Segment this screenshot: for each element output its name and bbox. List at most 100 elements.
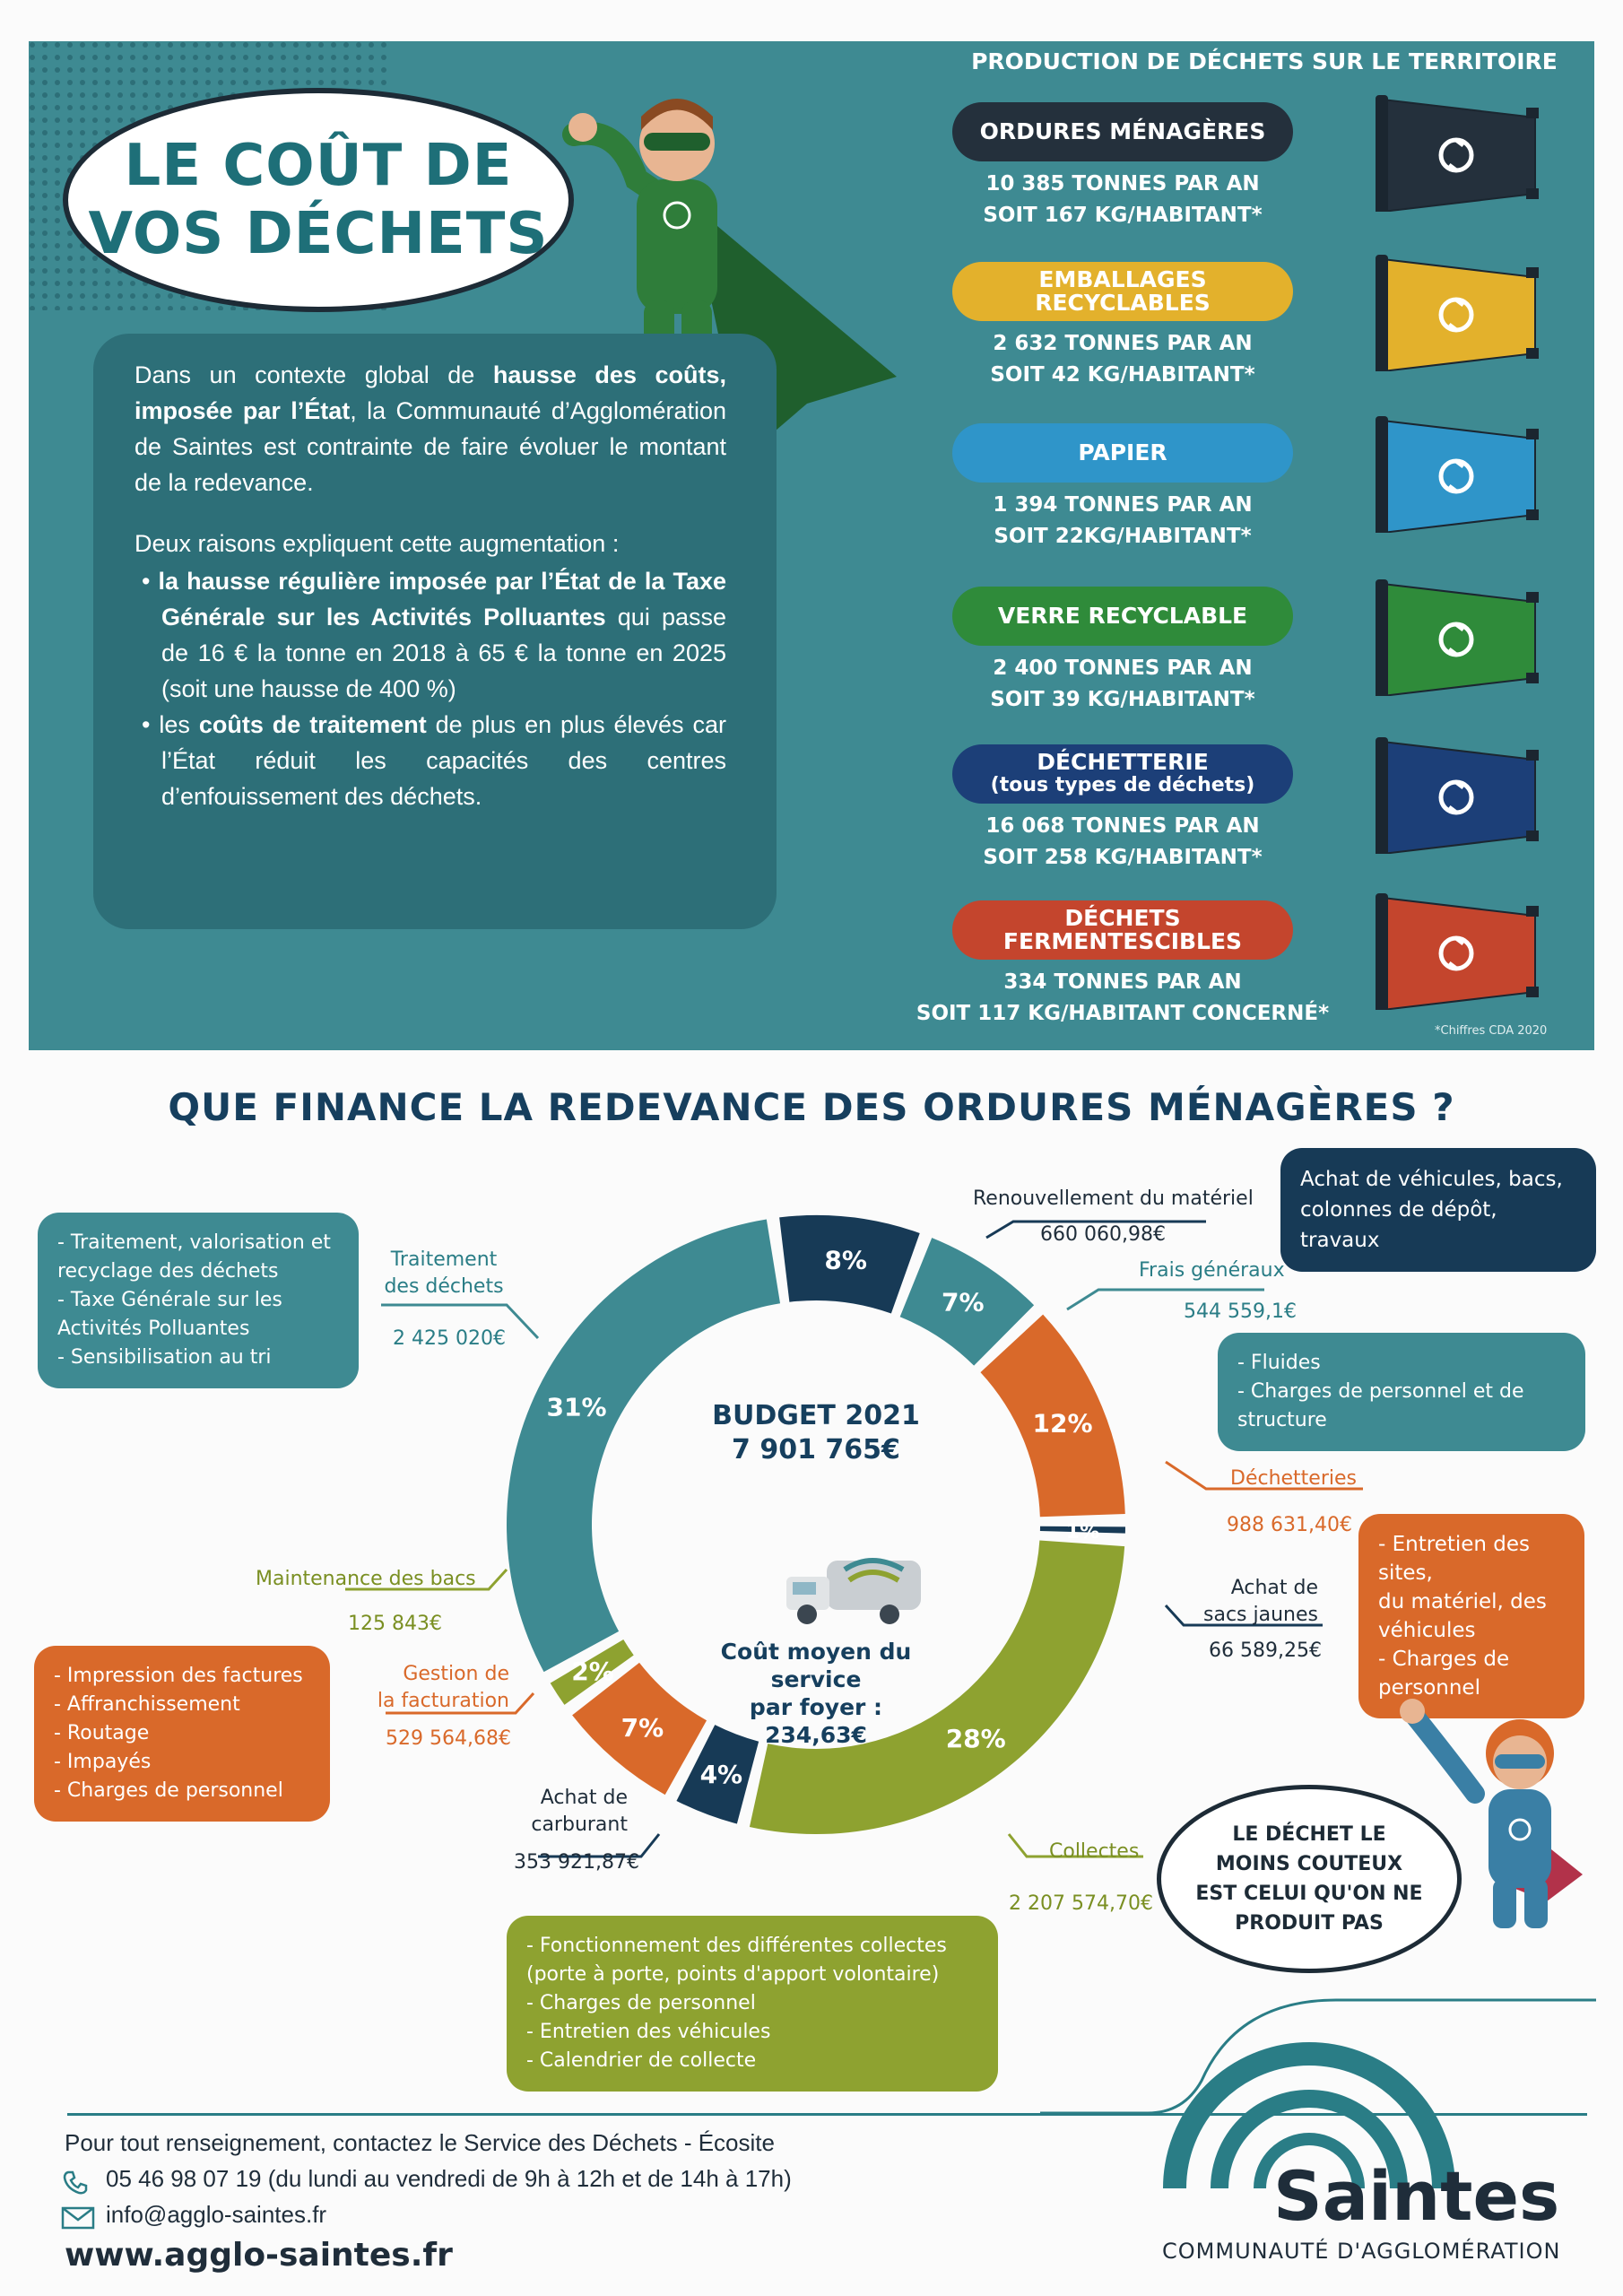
- production-heading: PRODUCTION DE DÉCHETS SUR LE TERRITOIRE: [971, 48, 1558, 74]
- donut-percent-label-4: 28%: [946, 1724, 1006, 1753]
- footer-divider: [67, 2113, 1587, 2116]
- footer-contact-line: Pour tout renseignement, contactez le Se…: [65, 2129, 775, 2156]
- intro-paragraph: Dans un contexte global de hausse des co…: [135, 361, 727, 496]
- waste-bin-icon-1: [1376, 255, 1539, 371]
- traitement-box-line: Activités Polluantes: [57, 1318, 250, 1340]
- title-bubble: LE COÛT DE VOS DÉCHETS: [63, 88, 574, 312]
- facturation-box-line: - Affranchissement: [54, 1693, 240, 1716]
- budget-center: BUDGET 2021 7 901 765€: [681, 1399, 950, 1467]
- dechetteries-box-line: personnel: [1378, 1676, 1480, 1700]
- donut-percent-label-8: 31%: [547, 1393, 607, 1422]
- slogan-cloud: LE DÉCHET LE MOINS COUTEUX EST CELUI QU'…: [1157, 1785, 1462, 1973]
- footer-phone[interactable]: 05 46 98 07 19 (du lundi au vendredi de …: [106, 2165, 792, 2192]
- traitement-box-line: recyclage des déchets: [57, 1260, 279, 1283]
- collectes-box-line: - Fonctionnement des différentes collect…: [526, 1935, 947, 1957]
- frais-box-line: structure: [1237, 1409, 1327, 1431]
- collectes-box-line: - Calendrier de collecte: [526, 2049, 757, 2072]
- value-collectes: 2 207 574,70€: [1009, 1892, 1153, 1915]
- donut-percent-label-3: 1%: [1066, 1521, 1099, 1544]
- donut-percent-label-7: 2%: [571, 1657, 614, 1686]
- waste-pill-3: VERRE RECYCLABLE: [952, 587, 1293, 646]
- waste-bin-icon-0: [1376, 95, 1539, 212]
- dechetteries-box-line: - Entretien des sites,: [1378, 1533, 1531, 1585]
- traitement-box-line: - Taxe Générale sur les: [57, 1289, 282, 1311]
- value-facturation: 529 564,68€: [386, 1727, 511, 1750]
- value-traitement: 2 425 020€: [393, 1327, 506, 1350]
- page-title-line1: LE COÛT DE: [124, 133, 513, 199]
- footer-swoosh: [1040, 1998, 1596, 2115]
- logo-subtitle: COMMUNAUTÉ D'AGGLOMÉRATION: [1162, 2239, 1561, 2264]
- footer-email[interactable]: info@agglo-saintes.fr: [106, 2201, 327, 2228]
- reason-1: • la hausse régulière imposée par l’État…: [142, 568, 726, 702]
- value-maintenance: 125 843€: [348, 1613, 442, 1635]
- value-dechetteries: 988 631,40€: [1227, 1514, 1352, 1536]
- collectes-box: - Fonctionnement des différentes collect…: [507, 1916, 998, 2092]
- dechetteries-box-line: véhicules: [1378, 1619, 1476, 1642]
- vehicules-box: Achat de véhicules, bacs,colonnes de dép…: [1280, 1148, 1596, 1272]
- waste-pill-2: PAPIER: [952, 423, 1293, 483]
- label-maintenance: Maintenance des bacs: [256, 1568, 476, 1590]
- cost-line2: par foyer :: [749, 1694, 883, 1720]
- waste-bin-icon-2: [1376, 416, 1539, 533]
- waste-bin-icon-3: [1376, 579, 1539, 696]
- reason-2: • les coûts de traitement de plus en plu…: [142, 711, 726, 810]
- footer-website[interactable]: www.agglo-saintes.fr: [65, 2237, 453, 2274]
- budget-label: BUDGET 2021: [712, 1400, 920, 1431]
- dechetteries-box-line: du matériel, des: [1378, 1590, 1547, 1613]
- waste-pill-5: DÉCHETS FERMENTESCIBLES: [952, 900, 1293, 960]
- garbage-truck-icon: [786, 1558, 921, 1624]
- logo-name: Saintes: [1273, 2156, 1560, 2236]
- facturation-box-line: - Impression des factures: [54, 1665, 303, 1687]
- saintes-logo-arcs: [1163, 2042, 1455, 2188]
- donut-percent-label-5: 4%: [700, 1760, 743, 1789]
- frais-box-line: - Charges de personnel et de: [1237, 1380, 1524, 1403]
- intro-panel: [93, 334, 777, 929]
- vehicules-box-line: Achat de véhicules, bacs,: [1300, 1168, 1563, 1191]
- label-dechetteries: Déchetteries: [1230, 1467, 1357, 1490]
- traitement-box-line: - Sensibilisation au tri: [57, 1346, 272, 1369]
- donut-slice-7: [550, 1639, 634, 1705]
- value-renouvellement: 660 060,98€: [1040, 1223, 1166, 1246]
- waste-bin-icon-5: [1376, 893, 1539, 1010]
- cost-value: 234,63€: [765, 1722, 867, 1748]
- dechetteries-box-line: - Charges de: [1378, 1648, 1510, 1671]
- waste-pill-1: EMBALLAGES RECYCLABLES: [952, 262, 1293, 321]
- donut-slice-3: [1039, 1526, 1125, 1534]
- page-title-line2: VOS DÉCHETS: [88, 201, 549, 267]
- facturation-box-line: - Charges de personnel: [54, 1779, 283, 1802]
- donut-slice-1: [899, 1238, 1035, 1366]
- budget-donut-chart: 8%7%12%1%28%4%7%2%31%: [506, 1215, 1125, 1834]
- donut-slice-0: [779, 1215, 920, 1314]
- donut-percent-label-2: 12%: [1033, 1409, 1093, 1439]
- donut-slice-4: [749, 1540, 1125, 1834]
- donut-percent-label-0: 8%: [824, 1245, 867, 1274]
- email-icon: [61, 2205, 97, 2231]
- cost-line1: Coût moyen du service: [720, 1639, 912, 1692]
- value-sacs: 66 589,25€: [1209, 1639, 1322, 1662]
- waste-pill-0: ORDURES MÉNAGÈRES: [952, 102, 1293, 161]
- section-title: QUE FINANCE LA REDEVANCE DES ORDURES MÉN…: [168, 1085, 1455, 1129]
- donut-slice-5: [676, 1725, 759, 1824]
- donut-slice-6: [572, 1662, 707, 1796]
- waste-bin-icon-4: [1376, 737, 1539, 854]
- heroine-illustration: [1400, 1699, 1583, 1928]
- waste-pill-4: DÉCHETTERIE(tous types de déchets): [952, 744, 1293, 804]
- phone-icon: [61, 2169, 88, 2196]
- cost-center: Coût moyen du service par foyer : 234,63…: [681, 1638, 950, 1749]
- traitement-box-line: - Traitement, valorisation et: [57, 1231, 331, 1254]
- footnote: *Chiffres CDA 2020: [1435, 1024, 1548, 1038]
- donut-percent-label-1: 7%: [942, 1288, 985, 1318]
- facturation-box-line: - Impayés: [54, 1751, 152, 1773]
- facturation-box: - Impression des factures - Affranchissem…: [34, 1646, 330, 1822]
